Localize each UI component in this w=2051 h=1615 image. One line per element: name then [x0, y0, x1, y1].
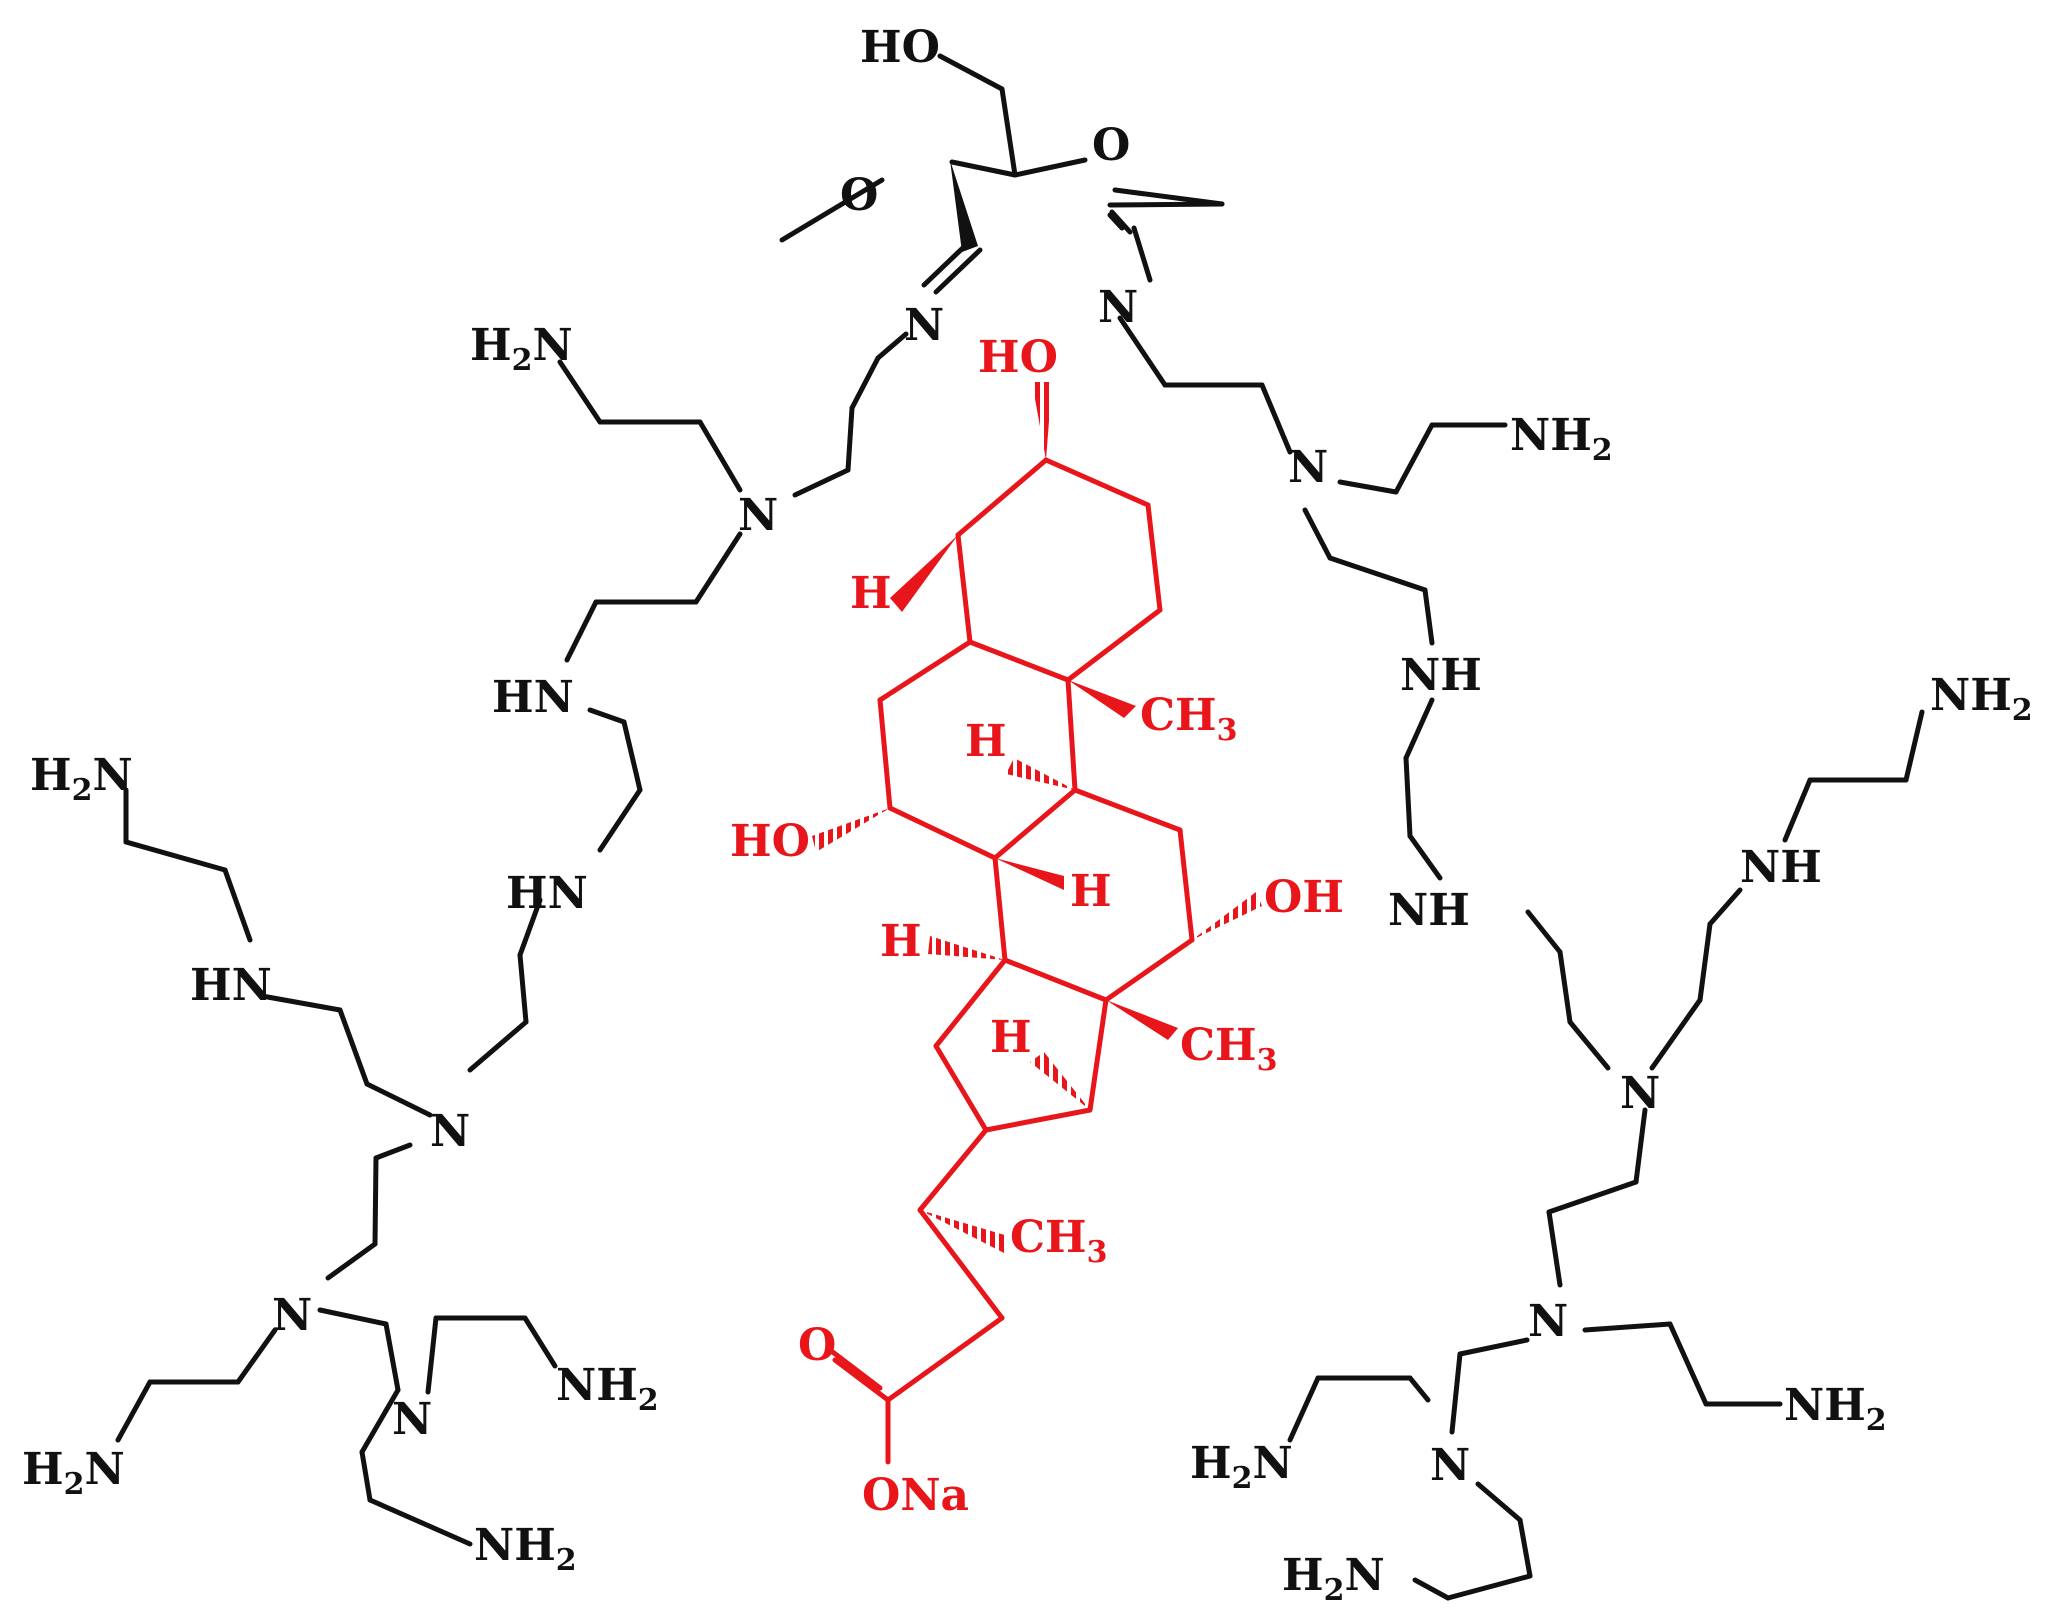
- label-o-methoxy: O: [840, 170, 878, 221]
- label-ho-b: HO: [730, 816, 810, 867]
- label-n-2: N: [430, 1106, 470, 1157]
- label-n-3: N: [272, 1290, 312, 1341]
- label-ch3-c: CH3: [1010, 1212, 1107, 1270]
- label-nh-2: NH: [1388, 885, 1470, 936]
- label-ona: ONa: [862, 1470, 969, 1521]
- label-hn-1: HN: [492, 672, 574, 723]
- label-n-5: N: [1288, 442, 1328, 493]
- stereo-wedge: [950, 160, 978, 252]
- label-nh2-5: NH2: [1784, 1380, 1887, 1438]
- label-o-carbonyl: O: [798, 1320, 836, 1371]
- label-h-d: H: [880, 916, 922, 967]
- label-h-a: H: [850, 568, 892, 619]
- label-hn-3: HN: [190, 960, 272, 1011]
- label-o-ring: O: [1092, 120, 1130, 171]
- label-nh-3: NH: [1740, 842, 1822, 893]
- label-nh2-4: NH2: [1930, 670, 2033, 728]
- label-nh2-3: NH2: [1510, 410, 1613, 468]
- cholate-structure: [827, 457, 1195, 1465]
- label-nh-1: NH: [1400, 650, 1482, 701]
- label-nh2-2: NH2: [474, 1520, 577, 1578]
- label-ch3-b: CH3: [1180, 1020, 1277, 1078]
- label-nh2-1: NH2: [556, 1360, 659, 1418]
- label-h2n-4: H2N: [1190, 1438, 1293, 1496]
- cholate-wedges: [890, 535, 1178, 1040]
- label-h-e: H: [990, 1012, 1032, 1063]
- label-n-7: N: [1528, 1296, 1568, 1347]
- label-ho-a: HO: [978, 332, 1058, 383]
- label-h-b: H: [965, 716, 1007, 767]
- label-h2n-1: H2N: [470, 320, 573, 378]
- label-h2n-5: H2N: [1282, 1550, 1385, 1608]
- pei-sugar-structure: [115, 53, 1925, 1601]
- label-h2n-3: H2N: [22, 1444, 125, 1502]
- label-n-4: N: [392, 1394, 432, 1445]
- label-ho-top: HO: [860, 22, 940, 73]
- label-n-imine-left: N: [904, 300, 944, 351]
- label-hn-2: HN: [506, 868, 588, 919]
- label-h-c: H: [1070, 866, 1112, 917]
- label-oh-a: OH: [1264, 872, 1344, 923]
- cholate-hash-wedges: [812, 382, 1262, 1254]
- red-atom-labels: HO H CH3 H HO H OH H CH3 H CH3 O ONa: [730, 332, 1344, 1521]
- label-n-imine-right: N: [1098, 282, 1138, 333]
- label-n-8: N: [1430, 1440, 1470, 1491]
- label-n-1: N: [738, 490, 778, 541]
- black-atom-labels: HO O O N N H2N N HN HN H2N HN N N N NH2 …: [22, 22, 2033, 1608]
- label-h2n-2: H2N: [30, 750, 133, 808]
- label-n-6: N: [1620, 1068, 1660, 1119]
- label-ch3-a: CH3: [1140, 690, 1237, 748]
